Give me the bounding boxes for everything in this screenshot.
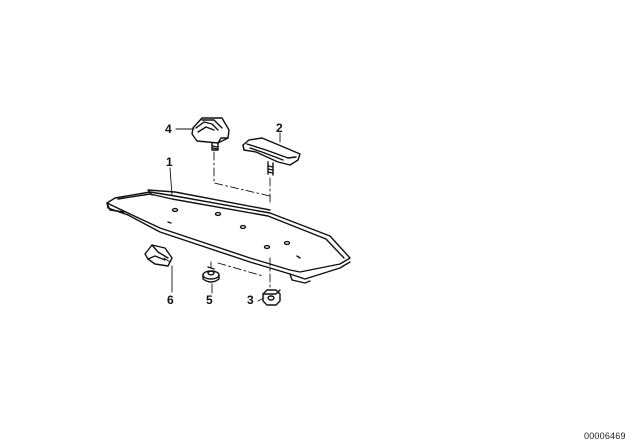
assembly-lines	[163, 151, 271, 291]
callout-label: 2	[276, 121, 283, 135]
speaker-cover-right-drawing	[242, 137, 301, 176]
speaker-cover-left-drawing	[191, 117, 230, 151]
callout-label: 5	[206, 293, 213, 307]
callout-label: 1	[166, 155, 173, 169]
callout-label: 6	[167, 293, 174, 307]
grommet-drawing	[202, 266, 220, 283]
reference-id: 00006469	[584, 431, 626, 441]
leader-lines	[169, 128, 281, 302]
callout-label: 3	[247, 293, 254, 307]
spring-clip-drawing	[144, 244, 173, 267]
parcel-shelf-drawing	[106, 189, 351, 284]
hex-nut-drawing	[262, 289, 281, 306]
callout-label: 4	[165, 122, 172, 136]
